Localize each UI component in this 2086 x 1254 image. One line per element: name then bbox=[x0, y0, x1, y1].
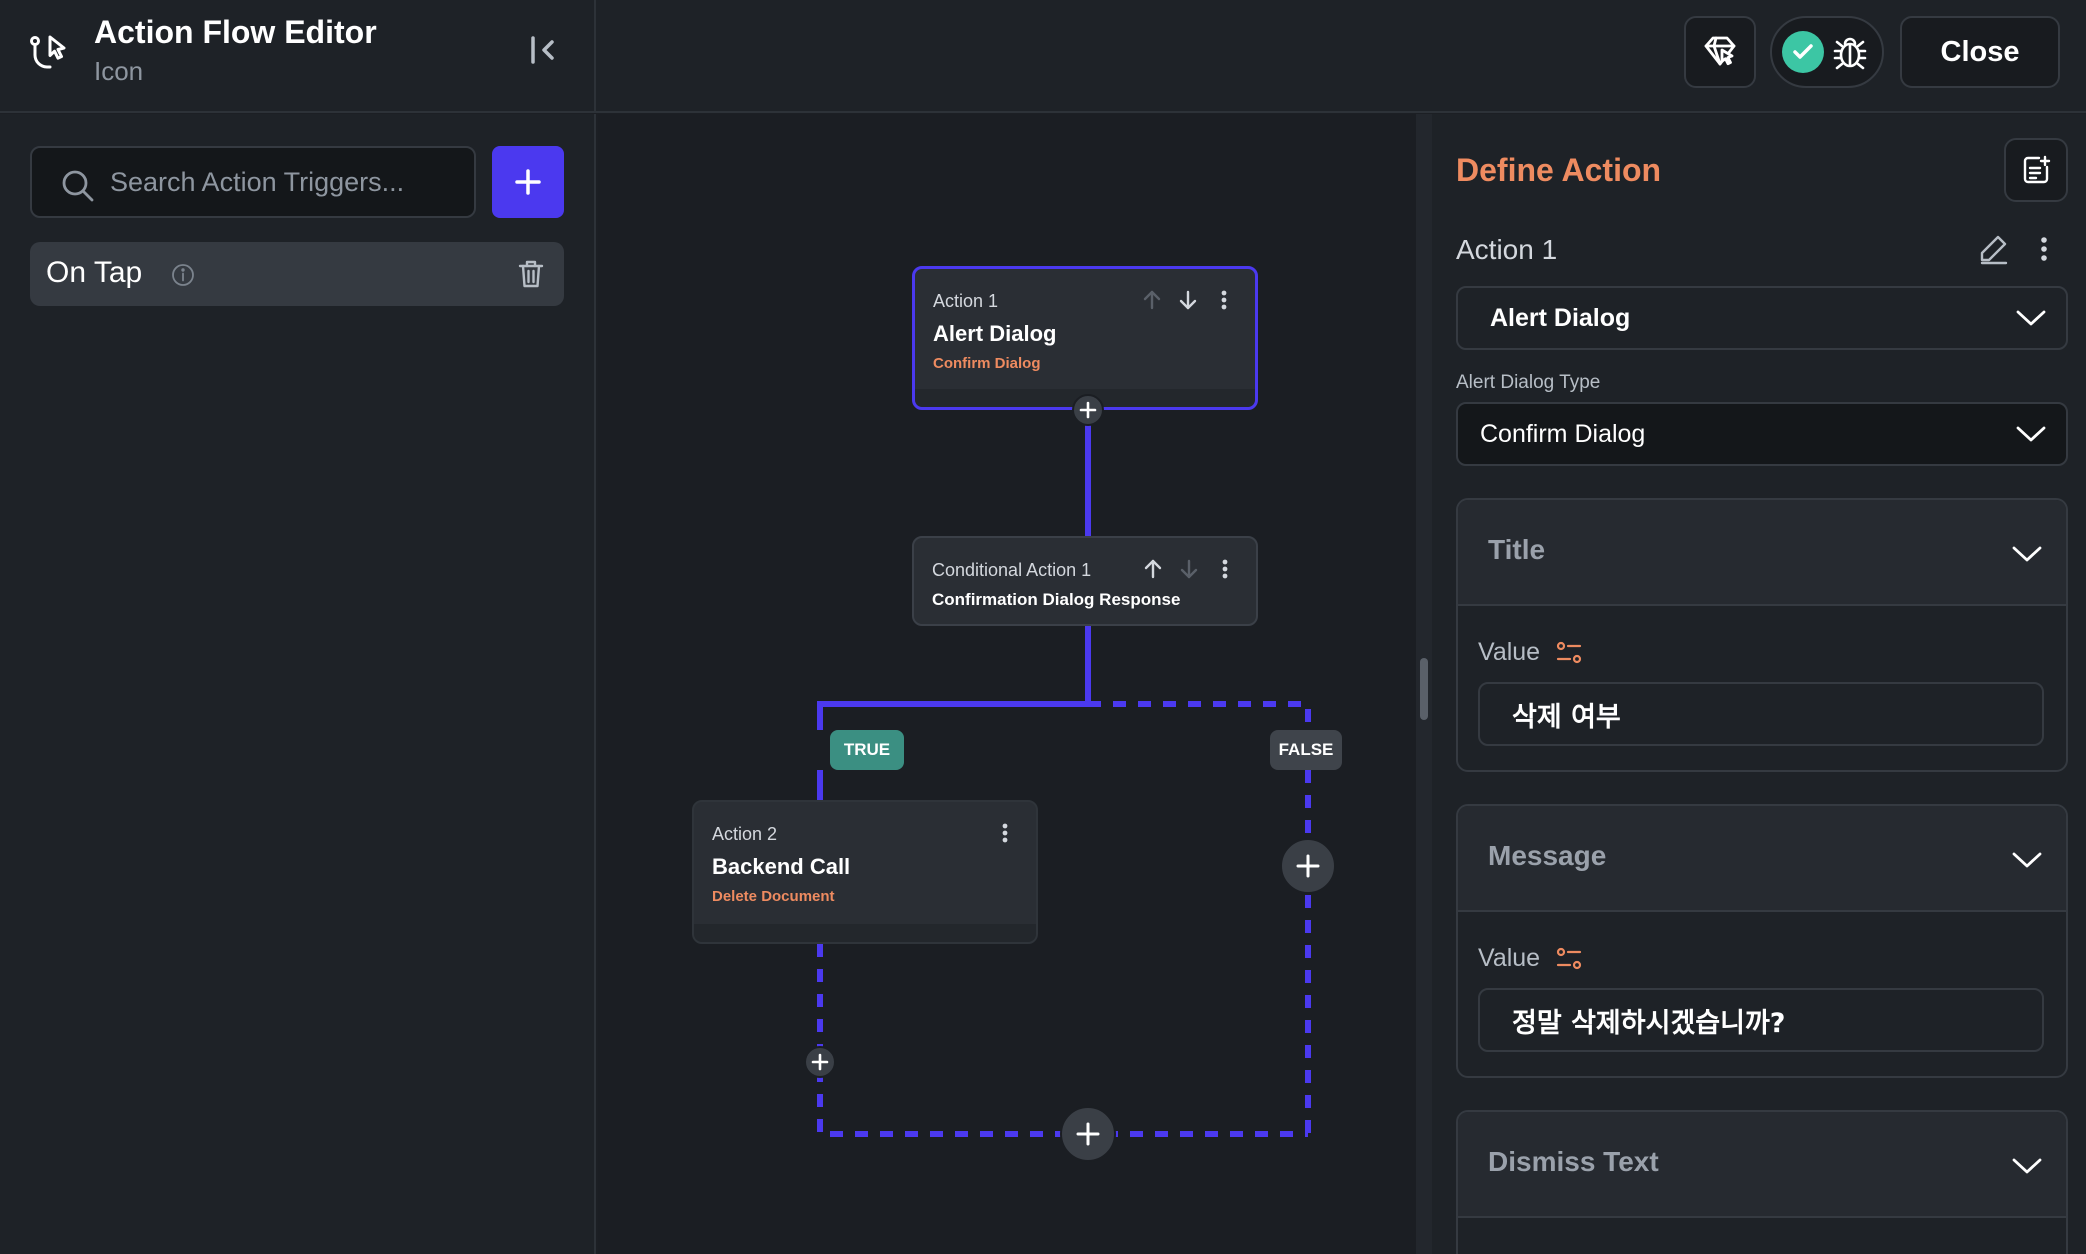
chevron-down-icon bbox=[2012, 1158, 2042, 1174]
trigger-item-on-tap[interactable]: On Tap bbox=[30, 242, 564, 306]
plus-icon bbox=[1079, 401, 1097, 419]
move-down-icon[interactable] bbox=[1176, 556, 1202, 582]
add-false-action-button[interactable] bbox=[1280, 838, 1336, 894]
true-branch-badge: TRUE bbox=[830, 730, 904, 770]
collapse-left-icon bbox=[531, 36, 554, 64]
value-label: Value bbox=[1478, 638, 1541, 666]
node-title: Backend Call bbox=[712, 854, 851, 879]
value-label: Value bbox=[1478, 944, 1541, 972]
node-title: Alert Dialog bbox=[933, 321, 1057, 346]
move-down-icon[interactable] bbox=[1175, 287, 1201, 313]
chevron-down-icon bbox=[2012, 546, 2042, 562]
magic-action-button[interactable] bbox=[1684, 16, 1756, 88]
chevron-down-icon bbox=[2016, 310, 2046, 326]
action-flow-icon bbox=[30, 35, 66, 69]
editor-header: Action Flow Editor Icon bbox=[0, 0, 596, 113]
node-subtitle: Delete Document bbox=[712, 888, 835, 905]
action-type-select[interactable]: Alert Dialog bbox=[1456, 286, 2068, 350]
define-action-heading: Define Action bbox=[1456, 152, 1662, 188]
plus-icon bbox=[515, 169, 541, 195]
info-icon[interactable] bbox=[170, 262, 196, 288]
node-kicker: Conditional Action 1 bbox=[932, 560, 1092, 580]
trigger-label: On Tap bbox=[46, 256, 143, 289]
top-bar: Action Flow Editor Icon Close bbox=[0, 0, 2086, 113]
close-button[interactable]: Close bbox=[1900, 16, 2060, 88]
add-action-after-1-button[interactable] bbox=[1072, 394, 1104, 426]
add-after-branch-button[interactable] bbox=[1060, 1106, 1116, 1162]
chevron-down-icon bbox=[2012, 852, 2042, 868]
flow-connectors bbox=[817, 410, 1311, 1137]
flow-canvas[interactable]: Action 1 Alert Dialog Confirm Dialog Con… bbox=[598, 114, 1416, 1254]
debug-toggle[interactable] bbox=[1770, 16, 1884, 88]
gem-cursor-icon bbox=[1704, 36, 1736, 66]
action-name: Action 1 bbox=[1456, 234, 1558, 265]
flow-node-conditional-1[interactable]: Conditional Action 1 Confirmation Dialog… bbox=[912, 536, 1258, 626]
page-subtitle: Icon bbox=[94, 56, 144, 86]
false-branch-badge: FALSE bbox=[1270, 730, 1342, 770]
page-title: Action Flow Editor bbox=[94, 14, 377, 50]
edit-icon[interactable] bbox=[1976, 232, 2010, 266]
node-actions bbox=[992, 820, 1018, 846]
search-input[interactable] bbox=[110, 148, 460, 216]
section-title: Dismiss Text bbox=[1488, 1146, 1659, 1177]
section-title: Title bbox=[1488, 534, 1546, 565]
section-title: Message bbox=[1488, 840, 1607, 871]
more-vert-icon[interactable] bbox=[992, 820, 1018, 846]
title-section: Title Value bbox=[1456, 498, 2068, 772]
node-title: Confirmation Dialog Response bbox=[932, 590, 1181, 609]
search-icon bbox=[62, 170, 94, 202]
node-actions bbox=[1139, 287, 1237, 313]
dismiss-text-section-header[interactable]: Dismiss Text bbox=[1458, 1112, 2066, 1218]
dialog-type-value: Confirm Dialog bbox=[1480, 420, 1646, 448]
canvas-scrollbar bbox=[1416, 114, 1432, 1254]
more-vert-icon bbox=[2041, 237, 2047, 261]
plus-icon bbox=[1296, 854, 1320, 878]
triggers-panel: On Tap bbox=[0, 114, 596, 1254]
action-more-button[interactable] bbox=[2032, 232, 2056, 266]
message-section: Message Value bbox=[1456, 804, 2068, 1078]
document-add-icon bbox=[2023, 155, 2051, 184]
node-actions bbox=[1140, 556, 1238, 582]
dialog-type-label: Alert Dialog Type bbox=[1456, 372, 1601, 393]
action-docs-button[interactable] bbox=[2004, 138, 2068, 202]
add-trigger-button[interactable] bbox=[492, 146, 564, 218]
delete-trigger-icon[interactable] bbox=[516, 258, 546, 290]
flow-node-action-1[interactable]: Action 1 Alert Dialog Confirm Dialog bbox=[912, 266, 1258, 410]
node-kicker: Action 2 bbox=[712, 824, 778, 844]
collapse-panel-button[interactable] bbox=[524, 30, 564, 70]
define-action-panel: Define Action Action 1 Alert Dialog Aler… bbox=[1432, 114, 2086, 1254]
move-up-icon[interactable] bbox=[1139, 287, 1165, 313]
variable-icon[interactable] bbox=[1554, 638, 1584, 668]
move-up-icon[interactable] bbox=[1140, 556, 1166, 582]
message-section-header[interactable]: Message bbox=[1458, 806, 2066, 912]
add-action-after-2-button[interactable] bbox=[804, 1046, 836, 1078]
message-value-input[interactable] bbox=[1478, 988, 2044, 1052]
scrollbar-thumb[interactable] bbox=[1420, 658, 1428, 720]
node-footer bbox=[694, 924, 1036, 942]
title-section-header[interactable]: Title bbox=[1458, 500, 2066, 606]
check-icon bbox=[1782, 31, 1824, 73]
node-kicker: Action 1 bbox=[933, 291, 999, 311]
title-value-input[interactable] bbox=[1478, 682, 2044, 746]
dialog-type-select[interactable]: Confirm Dialog bbox=[1456, 402, 2068, 466]
more-vert-icon[interactable] bbox=[1212, 556, 1238, 582]
bug-icon bbox=[1833, 37, 1867, 70]
plus-icon bbox=[811, 1053, 829, 1071]
action-type-value: Alert Dialog bbox=[1490, 304, 1631, 332]
flow-node-action-2[interactable]: Action 2 Backend Call Delete Document bbox=[692, 800, 1038, 944]
more-vert-icon[interactable] bbox=[1211, 287, 1237, 313]
plus-icon bbox=[1076, 1122, 1100, 1146]
node-subtitle: Confirm Dialog bbox=[933, 355, 1041, 372]
chevron-down-icon bbox=[2016, 426, 2046, 442]
variable-icon[interactable] bbox=[1554, 944, 1584, 974]
dismiss-text-section: Dismiss Text bbox=[1456, 1110, 2068, 1254]
search-box bbox=[30, 146, 476, 218]
